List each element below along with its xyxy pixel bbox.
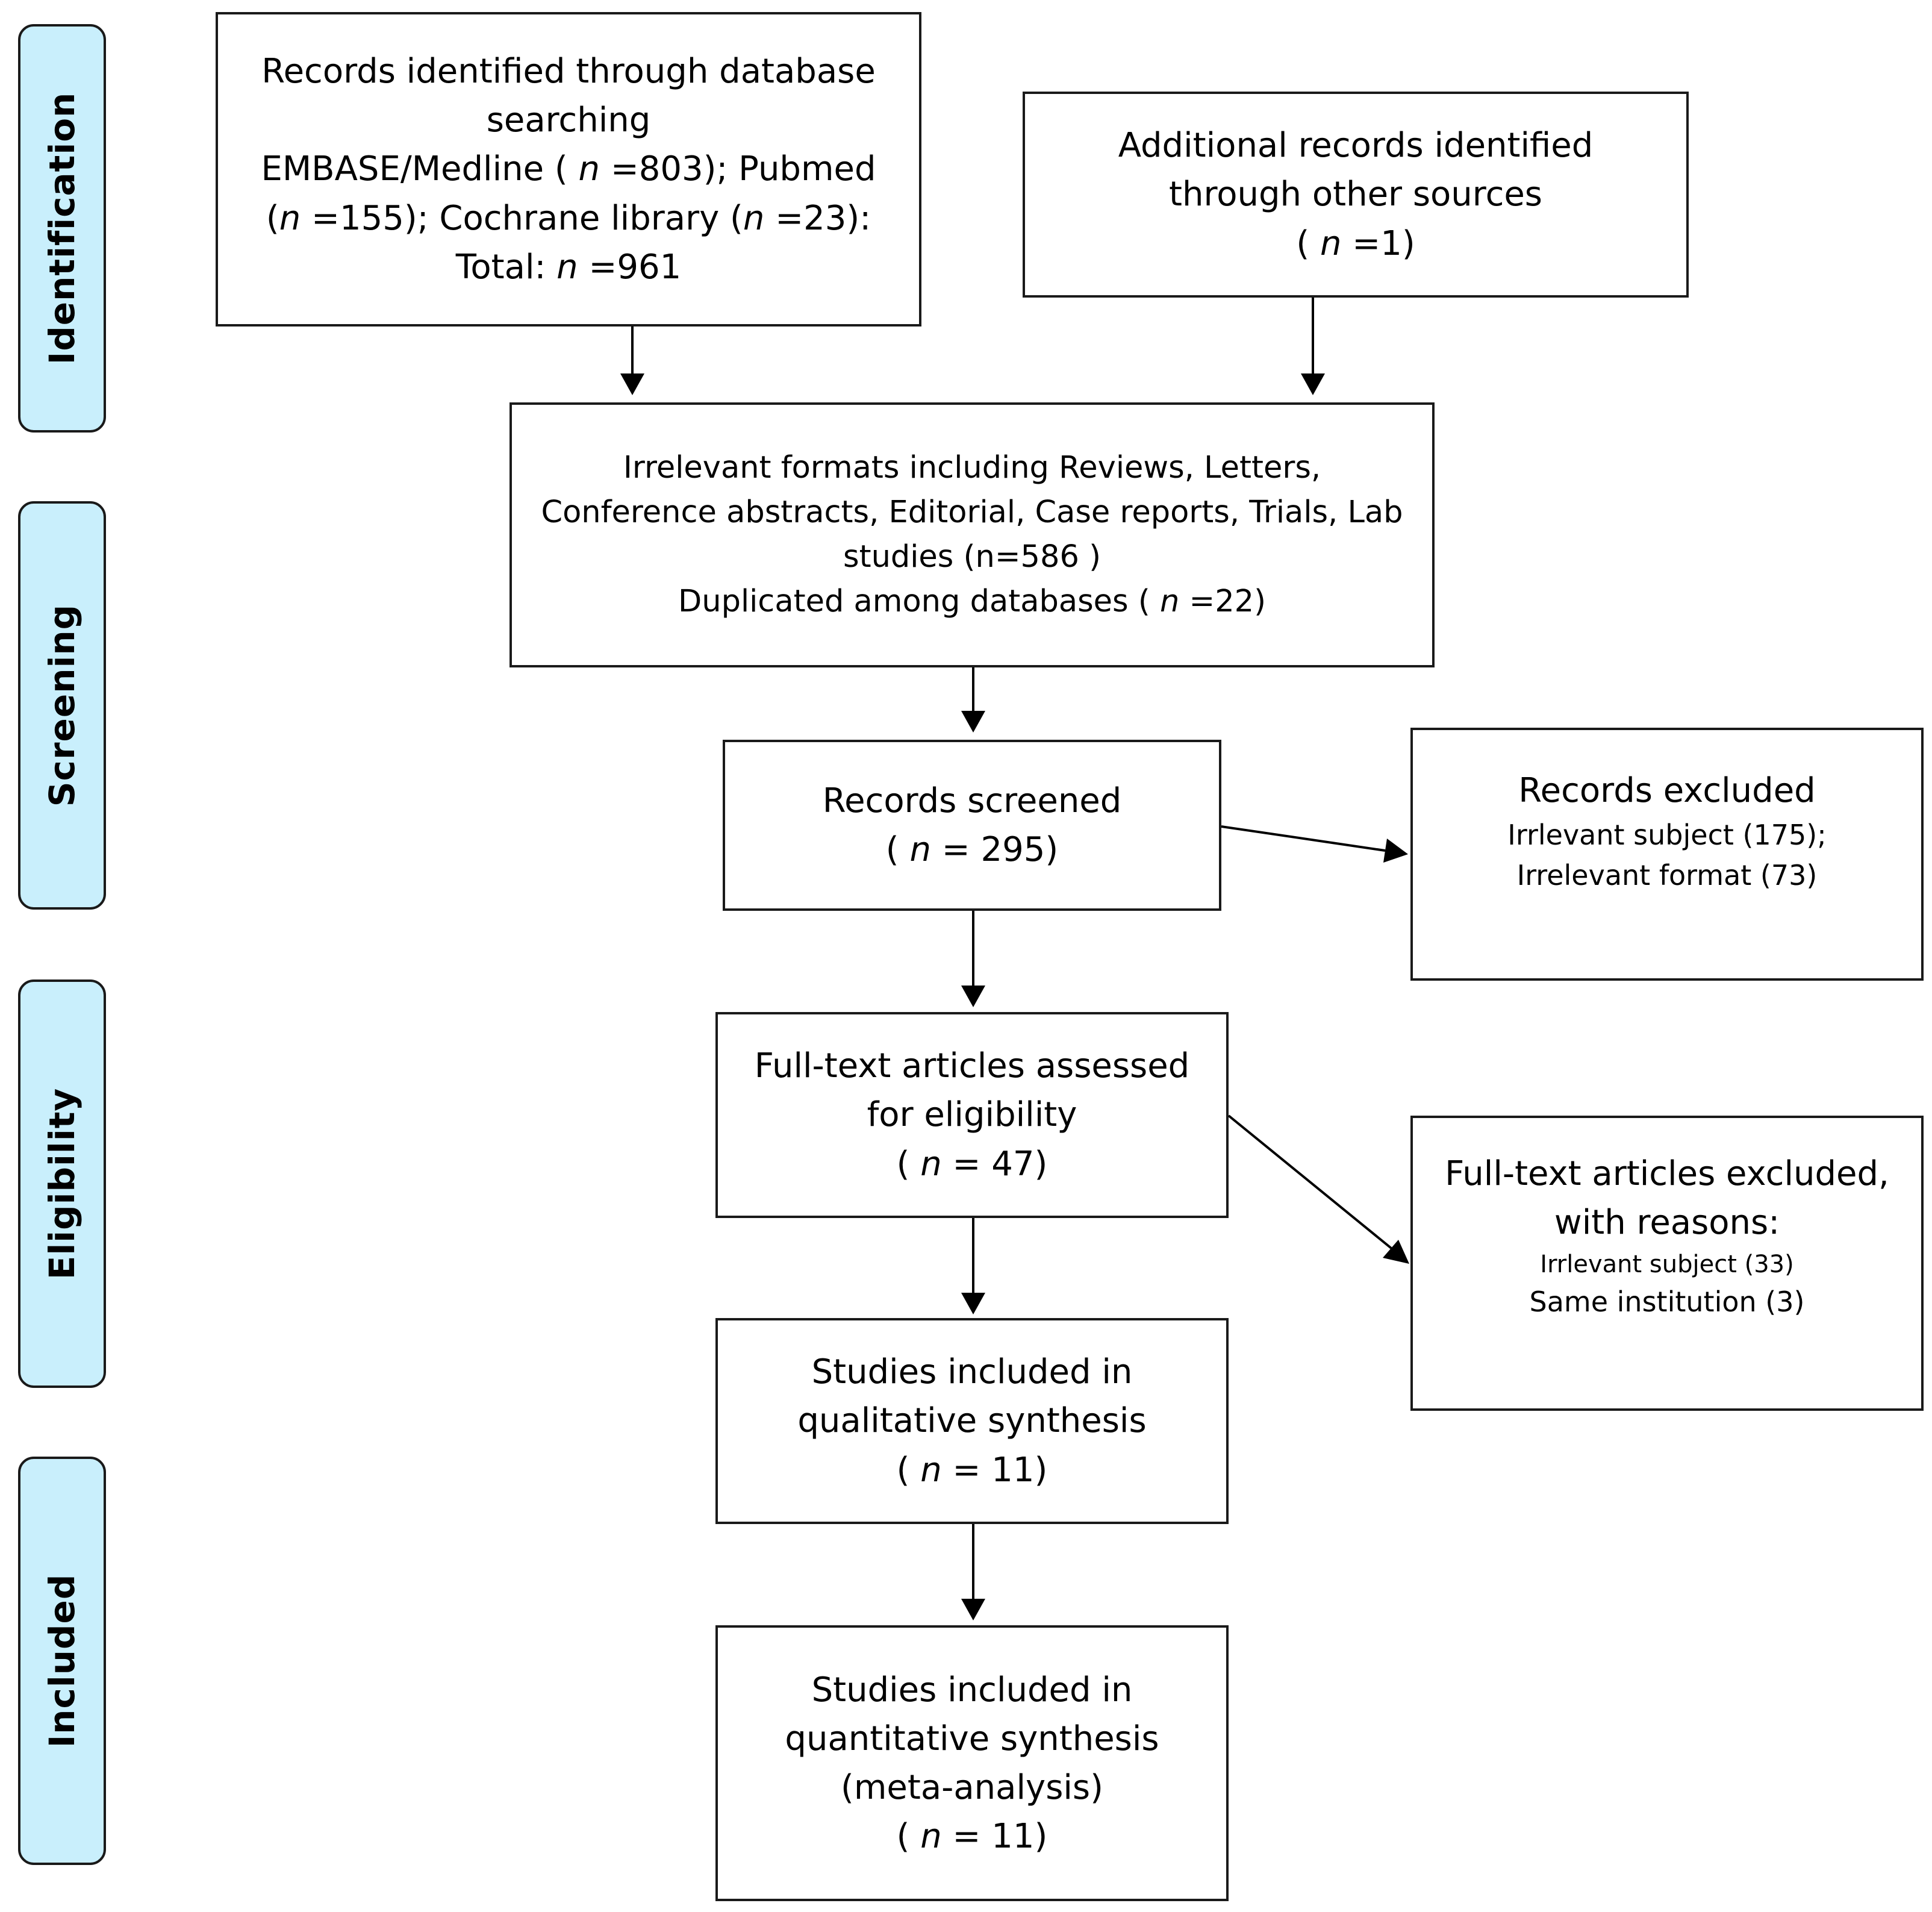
database-line-5: Total: n =961 xyxy=(455,247,682,287)
arrow-screened-to-excluded xyxy=(1221,825,1386,852)
fulltext-line-1: Full-text articles assessed xyxy=(754,1046,1190,1086)
arrowhead xyxy=(961,711,985,733)
additional-line-1: Additional records identified xyxy=(1118,126,1594,166)
irrelevant-line-3: studies (n=586 ) xyxy=(843,539,1101,575)
database-line-4: (n =155); Cochrane library (n =23): xyxy=(266,198,871,238)
database-records-box: Records identified through database sear… xyxy=(216,12,921,326)
fulltext-excluded-line-3: Irrlevant subject (33) xyxy=(1540,1251,1794,1279)
stage-tab-included: Included xyxy=(18,1457,106,1865)
qualitative-synthesis-box: Studies included in qualitative synthesi… xyxy=(715,1318,1229,1524)
fulltext-line-2: for eligibility xyxy=(867,1095,1077,1135)
arrowhead xyxy=(1301,373,1325,395)
fulltext-excluded-line-2: with reasons: xyxy=(1554,1203,1780,1243)
database-line-2: searching xyxy=(486,101,651,140)
arrow-fulltext-to-fulltext-excluded xyxy=(1227,1114,1392,1249)
irrelevant-line-1: Irrelevant formats including Reviews, Le… xyxy=(623,450,1321,486)
database-line-1: Records identified through database xyxy=(261,52,876,92)
irrelevant-line-4: Duplicated among databases ( n =22) xyxy=(678,583,1267,619)
arrowhead xyxy=(1383,839,1408,863)
arrowhead xyxy=(1383,1240,1409,1264)
database-line-3: EMBASE/Medline ( n =803); Pubmed xyxy=(261,149,876,189)
fulltext-excluded-line-4: Same institution (3) xyxy=(1529,1286,1805,1319)
arrowhead xyxy=(961,1293,985,1314)
quantitative-synthesis-box: Studies included in quantitative synthes… xyxy=(715,1625,1229,1901)
qualitative-line-2: qualitative synthesis xyxy=(797,1401,1147,1441)
quantitative-line-3: (meta-analysis) xyxy=(841,1768,1103,1807)
arrowhead xyxy=(961,986,985,1007)
excluded-title: Records excluded xyxy=(1518,771,1816,810)
fulltext-excluded-line-1: Full-text articles excluded, xyxy=(1445,1154,1889,1193)
additional-line-2: through other sources xyxy=(1169,175,1542,214)
screened-line-2: ( n = 295) xyxy=(885,830,1059,869)
stage-tab-eligibility: Eligibility xyxy=(18,979,106,1388)
excluded-line-2: Irrelevant format (73) xyxy=(1516,858,1818,892)
stage-tab-identification: Identification xyxy=(18,24,106,433)
fulltext-line-3: ( n = 47) xyxy=(896,1144,1048,1184)
fulltext-excluded-box: Full-text articles excluded, with reason… xyxy=(1410,1116,1924,1411)
records-screened-box: Records screened ( n = 295) xyxy=(723,740,1221,911)
quantitative-line-1: Studies included in xyxy=(811,1670,1133,1710)
additional-line-3: ( n =1) xyxy=(1296,223,1415,263)
arrowhead xyxy=(961,1599,985,1620)
records-excluded-box: Records excluded Irrlevant subject (175)… xyxy=(1410,728,1924,981)
irrelevant-line-2: Conference abstracts, Editorial, Case re… xyxy=(541,495,1403,531)
additional-records-box: Additional records identified through ot… xyxy=(1023,92,1689,298)
stage-tab-screening: Screening xyxy=(18,501,106,910)
irrelevant-formats-box: Irrelevant formats including Reviews, Le… xyxy=(509,402,1435,667)
qualitative-line-1: Studies included in xyxy=(811,1352,1133,1392)
qualitative-line-3: ( n = 11) xyxy=(896,1450,1048,1490)
screened-line-1: Records screened xyxy=(822,781,1122,820)
quantitative-line-4: ( n = 11) xyxy=(896,1817,1048,1857)
excluded-line-1: Irrlevant subject (175); xyxy=(1507,819,1827,852)
fulltext-assessed-box: Full-text articles assessed for eligibil… xyxy=(715,1012,1229,1218)
arrowhead xyxy=(620,373,644,395)
quantitative-line-2: quantitative synthesis xyxy=(785,1719,1159,1758)
